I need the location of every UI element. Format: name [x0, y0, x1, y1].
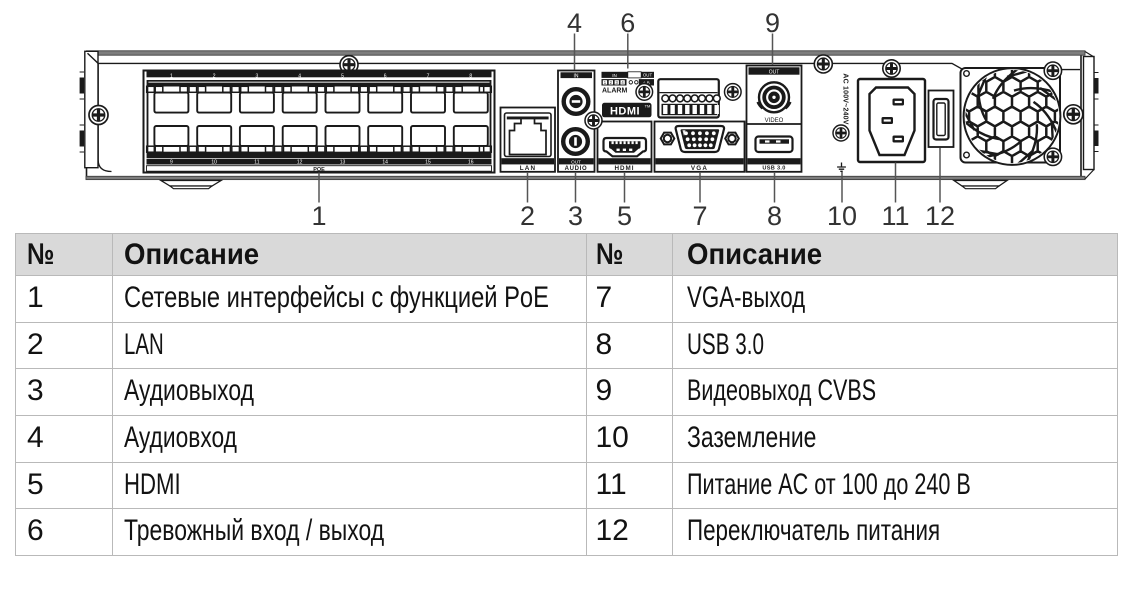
svg-text:15: 15 — [425, 160, 431, 166]
svg-text:13: 13 — [340, 160, 346, 166]
svg-text:A B: A B — [643, 80, 650, 85]
svg-text:VGA: VGA — [691, 165, 708, 172]
svg-text:4: 4 — [621, 80, 624, 85]
svg-text:6: 6 — [620, 8, 635, 38]
svg-text:2: 2 — [213, 73, 216, 79]
svg-text:OUT: OUT — [643, 73, 653, 78]
svg-text:1: 1 — [604, 80, 607, 85]
svg-text:LAN: LAN — [520, 165, 537, 172]
svg-text:5: 5 — [617, 201, 632, 231]
svg-text:VIDEO: VIDEO — [765, 118, 784, 124]
svg-text:TM: TM — [645, 104, 651, 109]
svg-text:3: 3 — [568, 201, 583, 231]
svg-text:OUT: OUT — [769, 70, 780, 76]
svg-text:AUDIO: AUDIO — [565, 166, 588, 172]
svg-text:8: 8 — [767, 201, 782, 231]
svg-text:9: 9 — [170, 160, 173, 166]
svg-text:16: 16 — [468, 160, 474, 166]
svg-text:8: 8 — [469, 73, 472, 79]
svg-text:9: 9 — [765, 8, 780, 38]
svg-text:14: 14 — [382, 160, 388, 166]
svg-text:12: 12 — [297, 160, 303, 166]
svg-text:11: 11 — [881, 201, 909, 231]
svg-text:6: 6 — [384, 73, 387, 79]
svg-text:1: 1 — [170, 73, 173, 79]
svg-text:3: 3 — [256, 73, 259, 79]
svg-text:HDMI: HDMI — [614, 165, 634, 172]
svg-text:IN: IN — [612, 73, 617, 78]
svg-text:2: 2 — [610, 80, 613, 85]
svg-text:10: 10 — [827, 201, 857, 231]
svg-text:10: 10 — [211, 160, 217, 166]
svg-text:ALARM: ALARM — [602, 87, 627, 94]
svg-text:5: 5 — [341, 73, 344, 79]
svg-text:12: 12 — [925, 201, 955, 231]
svg-text:USB 3.0: USB 3.0 — [762, 166, 785, 172]
svg-text:7: 7 — [427, 73, 430, 79]
svg-text:3: 3 — [616, 80, 619, 85]
svg-text:OUT: OUT — [571, 159, 581, 164]
svg-text:AC 100V~240V: AC 100V~240V — [842, 73, 849, 124]
svg-text:7: 7 — [692, 201, 707, 231]
svg-text:HDMI: HDMI — [610, 105, 640, 117]
svg-text:IN: IN — [574, 74, 579, 80]
svg-text:2: 2 — [520, 201, 535, 231]
svg-text:11: 11 — [254, 160, 259, 166]
svg-text:4: 4 — [567, 8, 582, 38]
svg-text:POE: POE — [313, 167, 325, 173]
svg-text:1: 1 — [311, 201, 326, 231]
svg-text:4: 4 — [298, 73, 301, 79]
